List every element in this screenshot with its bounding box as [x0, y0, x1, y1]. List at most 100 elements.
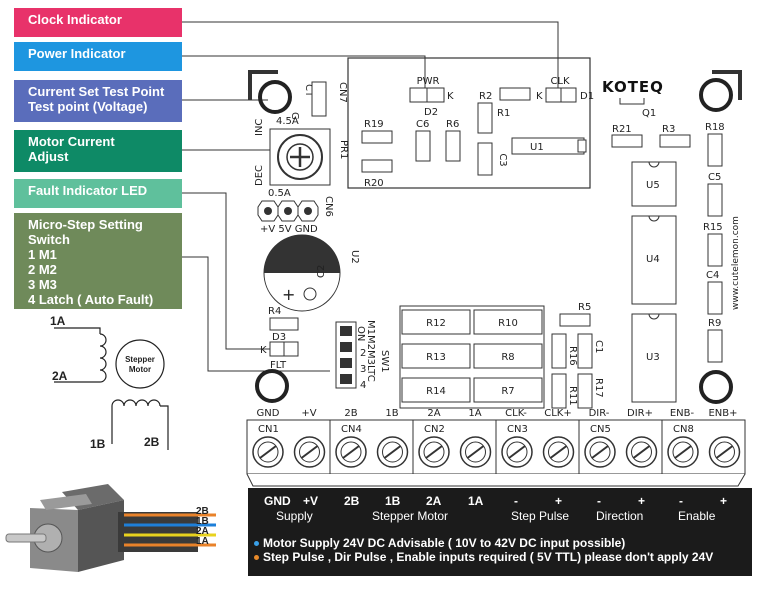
terminal-screw[interactable] — [418, 436, 450, 468]
q1-label: Q1 — [642, 108, 656, 119]
mounting-hole-br — [699, 370, 733, 404]
r6-label: R6 — [446, 119, 459, 130]
c4-label: C4 — [706, 270, 719, 281]
terminal-screw[interactable] — [708, 436, 741, 468]
terminal-screw[interactable] — [584, 436, 616, 468]
dip-switch-sw1[interactable] — [335, 321, 357, 389]
r3-label: R3 — [662, 124, 675, 135]
terminal-screw[interactable] — [293, 436, 326, 468]
c6-label: C6 — [416, 119, 429, 130]
pot-current-label: 4.5A — [276, 116, 299, 127]
sw-num-4: 4 — [360, 380, 366, 391]
website-label: www.cutelemon.com — [731, 216, 741, 310]
mounting-hole-tl — [258, 80, 292, 114]
callout-line: 1 M1 — [28, 247, 57, 262]
leader-fault — [182, 192, 275, 350]
terminal-screw[interactable] — [625, 436, 658, 468]
r14-label: R14 — [426, 386, 446, 397]
terminal-label-enb-minus: ENB- — [670, 408, 695, 419]
callout-line: Power Indicator — [28, 46, 126, 61]
terminal-label-dir-plus: DIR+ — [627, 408, 653, 419]
d3-label: D3 — [272, 332, 286, 343]
terminal-screw[interactable] — [667, 436, 699, 468]
motor-schematic — [54, 327, 169, 450]
terminal-screw[interactable] — [335, 436, 367, 468]
callout-power-indicator: Power Indicator — [14, 42, 182, 71]
terminal-screw[interactable] — [459, 436, 492, 468]
terminal-label-clk-plus: CLK+ — [544, 408, 572, 419]
callout-line: 3 M3 — [28, 277, 57, 292]
panel-pin-1a: 1A — [468, 494, 484, 508]
u2-label: U2 — [349, 250, 360, 264]
terminal-screw[interactable] — [376, 436, 409, 468]
u4-label: U4 — [646, 254, 660, 265]
wire-label-2a: 2A — [196, 526, 209, 537]
flt-label: FLT — [270, 360, 287, 371]
r12-label: R12 — [426, 318, 446, 329]
u3-label: U3 — [646, 352, 660, 363]
callout-line: 2 M2 — [28, 262, 57, 277]
panel-group-stepper-motor: Stepper Motor — [372, 509, 449, 523]
panel-pin-enb-minus: - — [679, 494, 683, 508]
callout-line: Current Set Test Point — [28, 84, 165, 99]
motor-symbol-line1: Stepper — [125, 355, 155, 364]
terminal-label-clk-minus: CLK- — [505, 408, 527, 419]
terminal-screw[interactable] — [501, 436, 533, 468]
cn6-value: 0.5A — [268, 188, 291, 199]
pr1-label: PR1 — [338, 140, 349, 159]
terminal-label-1a: 1A — [468, 408, 481, 419]
callout-line: 4 Latch ( Auto Fault) — [28, 292, 154, 307]
c5-label: C5 — [708, 172, 721, 183]
note-bullet-icon — [254, 555, 259, 561]
panel-pin-dir-plus: + — [638, 494, 646, 508]
pwr-label: PWR — [417, 76, 440, 87]
potentiometer[interactable] — [277, 134, 323, 180]
callout-clock-indicator: Clock Indicator — [14, 8, 182, 37]
logo-koteq: KOTEQ — [602, 78, 664, 96]
r18-label: R18 — [705, 122, 725, 133]
r9-label: R9 — [708, 318, 721, 329]
c2-label: C2 — [316, 265, 327, 278]
clk-label: CLK — [550, 76, 570, 87]
leader-clock — [182, 21, 559, 88]
corner-bracket-tl — [248, 70, 278, 100]
coil-label-1a: 1A — [50, 314, 66, 328]
jumper-cn6[interactable] — [257, 200, 319, 222]
cn4-label: CN4 — [341, 424, 362, 435]
cn1-label: CN1 — [258, 424, 279, 435]
r5-label: R5 — [578, 302, 591, 313]
panel-note-supply: Motor Supply 24V DC Advisable ( 10V to 4… — [254, 536, 625, 550]
terminal-label-dir-minus: DIR- — [589, 408, 610, 419]
sub-module-outline — [347, 57, 591, 189]
terminal-screw[interactable] — [252, 436, 284, 468]
sw1-side-label: M1M2M3LTC — [365, 320, 376, 382]
panel-pin-enb-plus: + — [720, 494, 728, 508]
panel-pin-step-plus: + — [555, 494, 563, 508]
cn2-label: CN2 — [424, 424, 445, 435]
r1-label: R1 — [497, 108, 510, 119]
u1-label: U1 — [530, 142, 544, 153]
terminal-screw[interactable] — [542, 436, 575, 468]
panel-group-enable: Enable — [678, 509, 716, 523]
terminal-label-gnd: GND — [257, 408, 280, 419]
cn5-label: CN5 — [590, 424, 611, 435]
r17-label: R17 — [593, 378, 604, 398]
info-panel: GND +V 2B 1B 2A 1A - + - + - + Supply St… — [248, 488, 752, 576]
cn7-label: CN7 — [337, 82, 348, 103]
panel-pin-step-minus: - — [514, 494, 518, 508]
terminal-label-2b: 2B — [344, 408, 357, 419]
mounting-hole-bl — [255, 369, 289, 403]
terminal-label-1b: 1B — [385, 408, 398, 419]
k-label-pwr: K — [447, 91, 454, 102]
r20-label: R20 — [364, 178, 384, 189]
c1-label: C1 — [593, 340, 604, 353]
terminal-label-2a: 2A — [427, 408, 440, 419]
r4-label: R4 — [268, 306, 281, 317]
callout-line: Motor Current — [28, 134, 115, 149]
ct-label: CT — [303, 84, 314, 98]
wire-label-2b: 2B — [196, 506, 209, 517]
